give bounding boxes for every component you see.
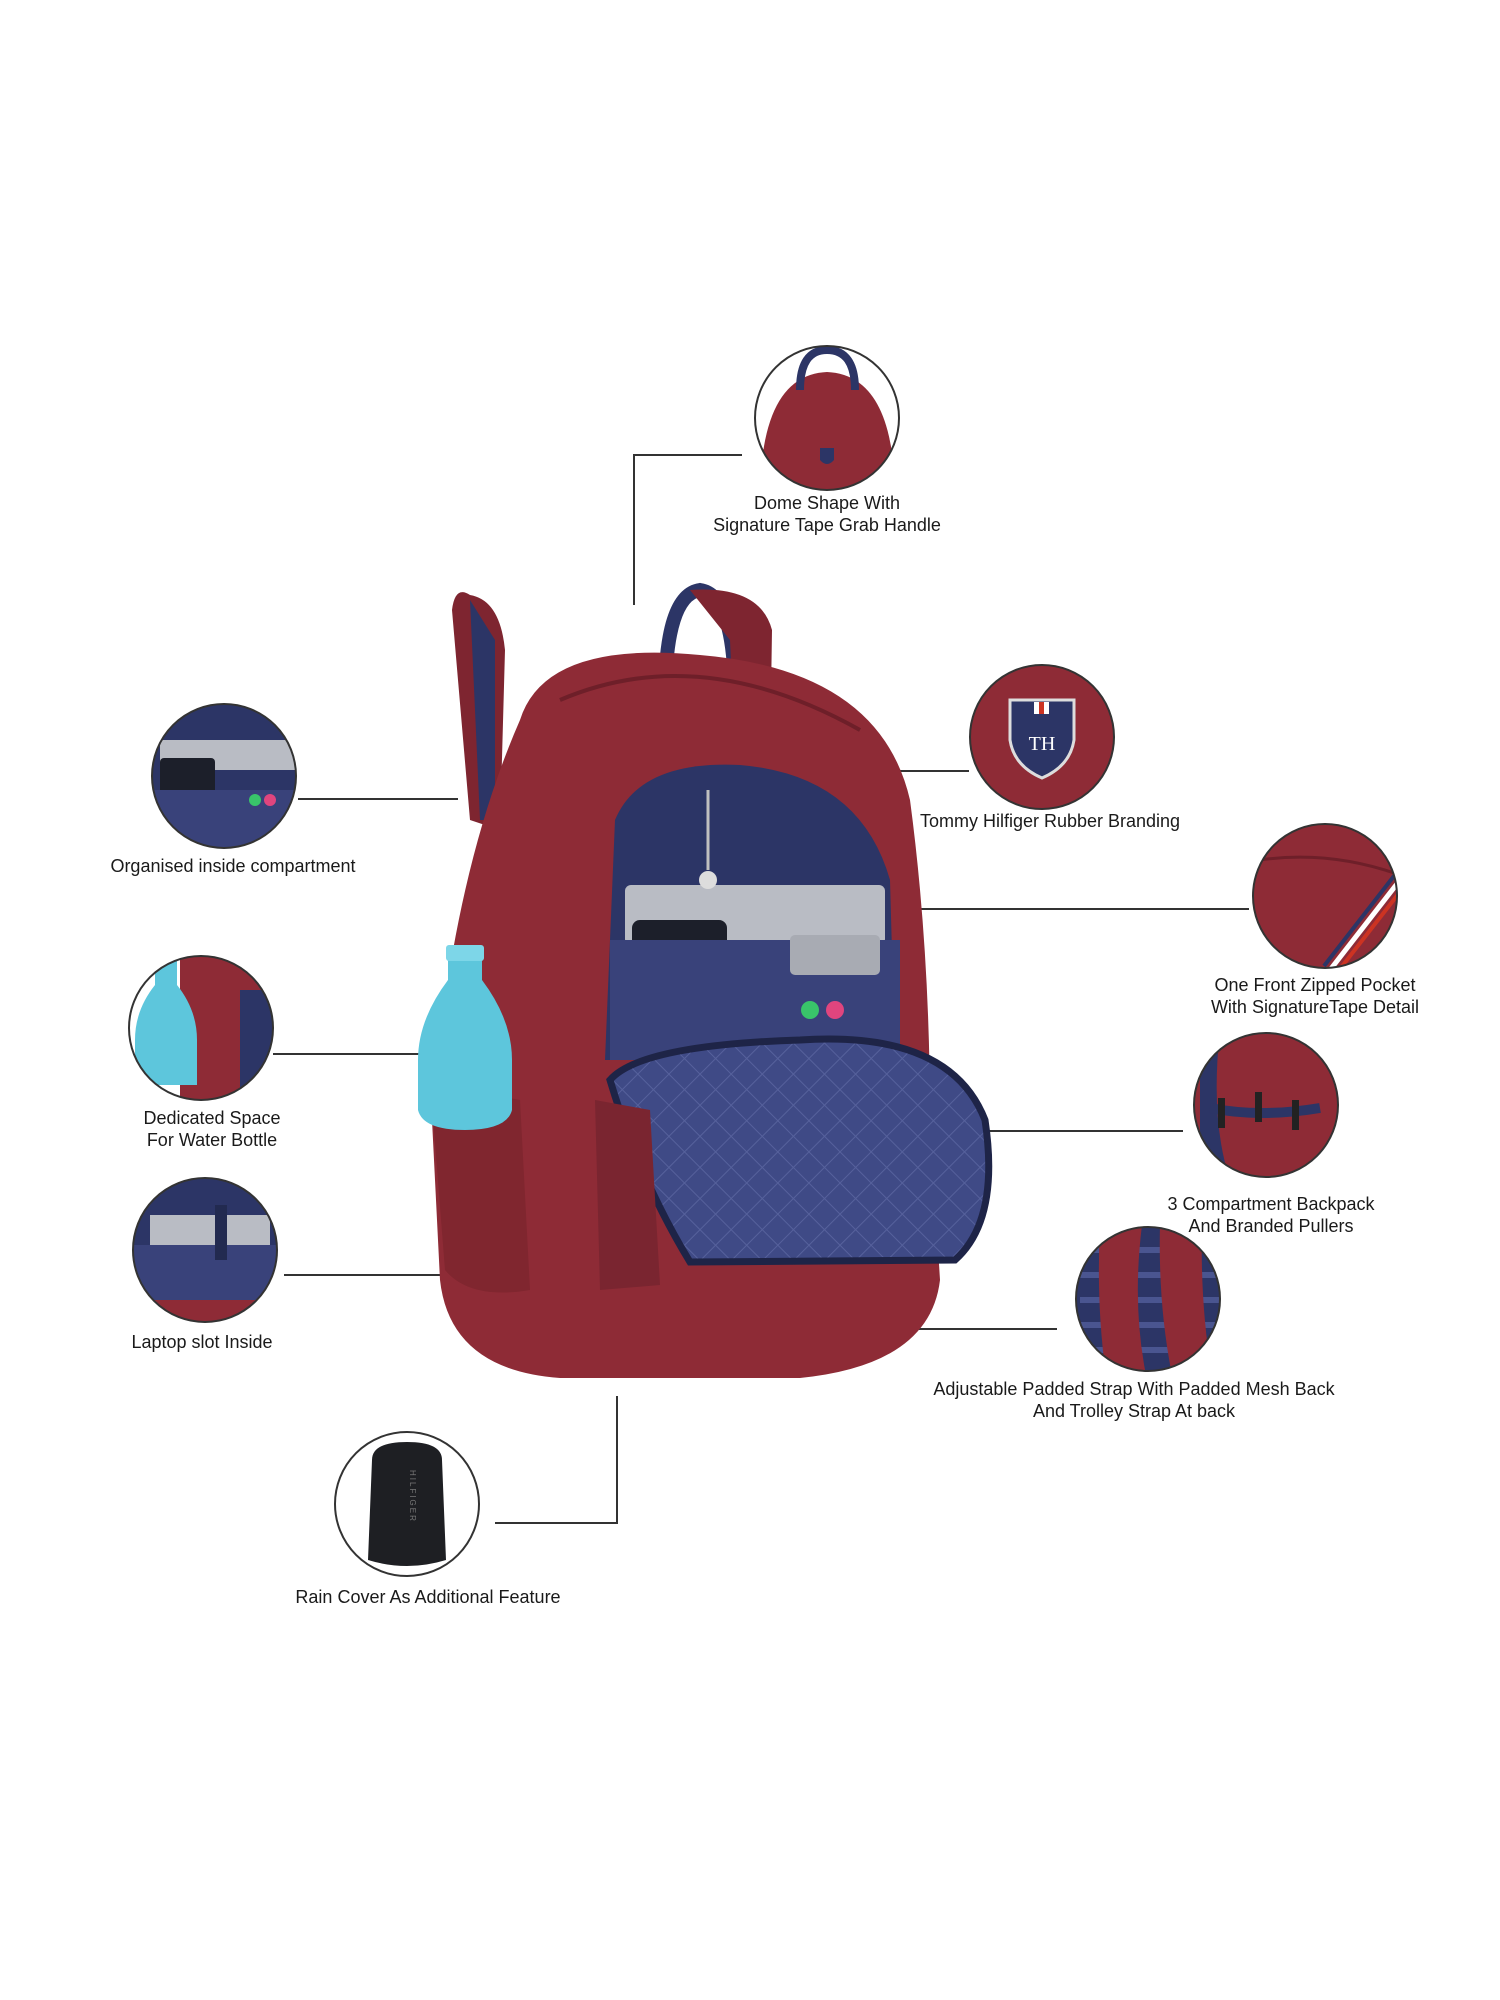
connector-lines	[273, 454, 1249, 1524]
rain-cover-detail-icon: HILFIGER	[335, 1432, 479, 1576]
feature-label-straps: Adjustable Padded Strap With Padded Mesh…	[933, 1378, 1334, 1422]
feature-label-compartments: 3 Compartment Backpack And Branded Pulle…	[1167, 1193, 1374, 1237]
backpack-image	[418, 582, 993, 1378]
feature-label-water-bottle: Dedicated Space For Water Bottle	[143, 1107, 280, 1151]
th-badge-detail-icon: TH	[970, 665, 1114, 809]
padded-straps-detail-icon	[1076, 1227, 1220, 1371]
feature-label-organised: Organised inside compartment	[110, 855, 355, 877]
feature-label-rain-cover: Rain Cover As Additional Feature	[295, 1586, 560, 1608]
front-pocket-flap	[606, 1035, 993, 1266]
feature-label-laptop: Laptop slot Inside	[131, 1331, 272, 1353]
connector-dome	[633, 454, 742, 605]
label-line: Organised inside compartment	[110, 856, 356, 876]
connector-rain-cover	[495, 1396, 618, 1524]
zipper-pullers-detail-icon	[1194, 1033, 1338, 1177]
feature-label-branding: Tommy Hilfiger Rubber Branding	[920, 810, 1180, 832]
label-line: Laptop slot Inside	[131, 1332, 273, 1352]
side-mesh-pocket	[432, 1096, 530, 1293]
label-line: Dome Shape With	[753, 493, 901, 513]
feature-label-front-pocket: One Front Zipped Pocket With SignatureTa…	[1211, 974, 1419, 1018]
water-bottle-detail-icon	[129, 956, 273, 1100]
label-line: Tommy Hilfiger Rubber Branding	[919, 811, 1181, 831]
dome-detail-icon	[755, 346, 899, 490]
svg-text:TH: TH	[1029, 733, 1056, 755]
laptop-slot-detail-icon	[133, 1178, 277, 1322]
label-line: And Trolley Strap At back	[1032, 1401, 1236, 1421]
label-line: 3 Compartment Backpack	[1167, 1194, 1375, 1214]
label-line: Rain Cover As Additional Feature	[295, 1587, 561, 1607]
label-line: Signature Tape Grab Handle	[713, 515, 941, 535]
organised-compartment-detail-icon	[152, 704, 296, 848]
feature-label-dome: Dome Shape With Signature Tape Grab Hand…	[713, 492, 941, 536]
label-line: One Front Zipped Pocket	[1214, 975, 1416, 995]
water-bottle	[418, 950, 512, 1130]
label-line: Adjustable Padded Strap With Padded Mesh…	[933, 1379, 1335, 1399]
svg-text:HILFIGER: HILFIGER	[408, 1470, 417, 1523]
label-line: Dedicated Space	[143, 1108, 281, 1128]
label-line: And Branded Pullers	[1188, 1216, 1354, 1236]
label-line: For Water Bottle	[146, 1130, 278, 1150]
label-line: With SignatureTape Detail	[1210, 997, 1420, 1017]
front-pocket-base	[595, 1100, 660, 1290]
front-pocket-detail-icon	[1253, 824, 1397, 968]
